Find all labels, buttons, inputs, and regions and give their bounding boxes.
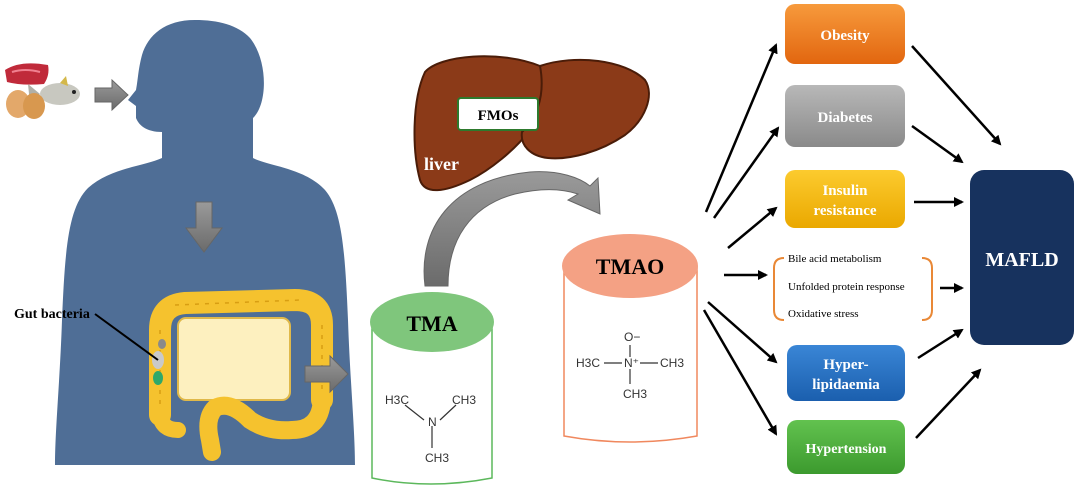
tmao-h3c: H3C [576, 356, 600, 370]
tma-structure: H3C N CH3 CH3 [385, 393, 476, 465]
meat-icon [5, 63, 49, 85]
tma-h3c-left: H3C [385, 393, 409, 407]
gut-bacteria-pointer [94, 313, 159, 361]
mechanisms-bracket-left [773, 257, 785, 321]
tmao-label: TMAO [596, 254, 664, 279]
body-to-tma-arrow [304, 354, 349, 394]
food-arrow [94, 78, 129, 112]
diabetes-box [785, 85, 905, 147]
hyperlipidaemia-box [787, 345, 905, 401]
intestine-illustration [149, 288, 333, 461]
tmao-outgoing-arrows [702, 43, 780, 436]
hyper-label-line1: Hyper- [823, 357, 868, 373]
mafld-label: MAFLD [985, 249, 1058, 271]
insulin-label-line2: resistance [813, 203, 876, 219]
tma-ch3-right: CH3 [452, 393, 476, 407]
tmao-structure: O− H3C N⁺ CH3 CH3 [576, 330, 684, 401]
mechanism-unfolded-protein: Unfolded protein response [788, 281, 905, 293]
tma-label: TMA [406, 311, 457, 336]
tmao-n-plus: N⁺ [624, 356, 639, 370]
mechanisms-bracket-right [921, 257, 933, 321]
hyper-label-line2: lipidaemia [812, 377, 880, 393]
down-arrow [185, 201, 223, 253]
obesity-box [785, 4, 905, 64]
mafld-incoming-arrows [911, 45, 1002, 439]
obesity-label: Obesity [820, 28, 870, 44]
liver-label: liver [424, 154, 459, 174]
fmos-box [457, 97, 539, 131]
mechanism-bile-acid: Bile acid metabolism [788, 253, 882, 265]
tma-container [370, 292, 494, 485]
tma-n: N [428, 415, 437, 429]
gut-bacteria-label: Gut bacteria [14, 307, 90, 322]
diabetes-label: Diabetes [818, 110, 873, 126]
hypertension-box [787, 420, 905, 474]
insulin-label-line1: Insulin [822, 183, 868, 199]
tmao-o-minus: O− [624, 330, 640, 344]
tma-ch3-bottom: CH3 [425, 451, 449, 465]
mechanism-oxidative-stress: Oxidative stress [788, 308, 859, 320]
mafld-box [970, 170, 1074, 345]
tmao-ch3-bottom: CH3 [623, 387, 647, 401]
food-icons [5, 63, 80, 119]
tmao-ch3-right: CH3 [660, 356, 684, 370]
fmos-label: FMOs [478, 108, 519, 124]
hypertension-label: Hypertension [806, 442, 887, 457]
curved-conversion-arrow [423, 171, 601, 287]
eggs-icon [6, 90, 45, 119]
insulin-resistance-box [785, 170, 905, 228]
